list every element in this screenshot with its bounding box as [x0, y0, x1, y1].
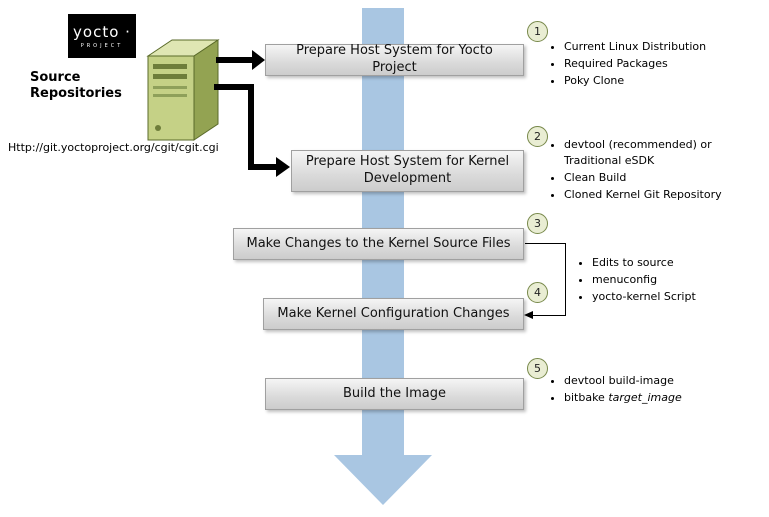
note-item: Cloned Kernel Git Repository	[564, 187, 729, 203]
note-item: devtool build-image	[564, 373, 746, 389]
arrow-to-box1-shaft	[216, 57, 254, 63]
note-item: Clean Build	[564, 170, 729, 186]
yocto-logo-text: yocto ·	[73, 23, 131, 41]
yocto-logo-subtext: PROJECT	[80, 43, 124, 49]
note-item: bitbake target_image	[564, 390, 746, 406]
source-repositories-label: Source Repositories	[30, 70, 122, 102]
note-item: yocto-kernel Script	[592, 289, 739, 305]
arrow-to-box2-seg1	[214, 84, 254, 90]
arrow-to-box2-seg2	[248, 84, 254, 170]
step-badge-4: 4	[527, 282, 548, 303]
yocto-logo: yocto · PROJECT	[68, 14, 136, 58]
notes-step-5: devtool build-image bitbake target_image	[551, 372, 746, 407]
flow-box-prepare-host-kernel: Prepare Host System for Kernel Developme…	[291, 150, 524, 192]
note-item: Edits to source	[592, 255, 739, 271]
note-item: menuconfig	[592, 272, 739, 288]
flow-box-make-source-changes: Make Changes to the Kernel Source Files	[233, 228, 524, 260]
step-badge-1: 1	[527, 21, 548, 42]
flow-box-prepare-host-yocto: Prepare Host System for Yocto Project	[265, 43, 524, 76]
note-item-prefix: bitbake	[564, 390, 609, 404]
note-item-italic: target_image	[608, 390, 682, 404]
notes-step-1: Current Linux Distribution Required Pack…	[551, 38, 756, 90]
step-badge-3: 3	[527, 213, 548, 234]
connector-34-bottom-line	[533, 315, 566, 316]
note-item: Poky Clone	[564, 73, 756, 89]
repo-url: Http://git.yoctoproject.org/cgit/cgit.cg…	[8, 141, 219, 154]
arrow-to-box2-head	[276, 157, 290, 177]
connector-34-arrowhead	[524, 311, 533, 319]
connector-34-top-line	[525, 243, 566, 244]
server-tower-icon	[146, 39, 220, 141]
note-item: Current Linux Distribution	[564, 39, 756, 55]
step-badge-2: 2	[527, 126, 548, 147]
arrow-to-box2-seg3	[248, 164, 278, 170]
flow-box-make-config-changes: Make Kernel Configuration Changes	[263, 298, 524, 330]
flow-arrow-head	[334, 455, 432, 505]
notes-steps-3-4: Edits to source menuconfig yocto-kernel …	[579, 254, 739, 306]
connector-34-vertical-line	[565, 243, 566, 316]
step-badge-5: 5	[527, 358, 548, 379]
notes-step-2: devtool (recommended) or Traditional eSD…	[551, 136, 729, 204]
note-item: Required Packages	[564, 56, 756, 72]
note-item: devtool (recommended) or Traditional eSD…	[564, 137, 729, 169]
arrow-to-box1-head	[252, 50, 265, 70]
server-icon	[134, 34, 224, 148]
flow-box-build-image: Build the Image	[265, 378, 524, 410]
